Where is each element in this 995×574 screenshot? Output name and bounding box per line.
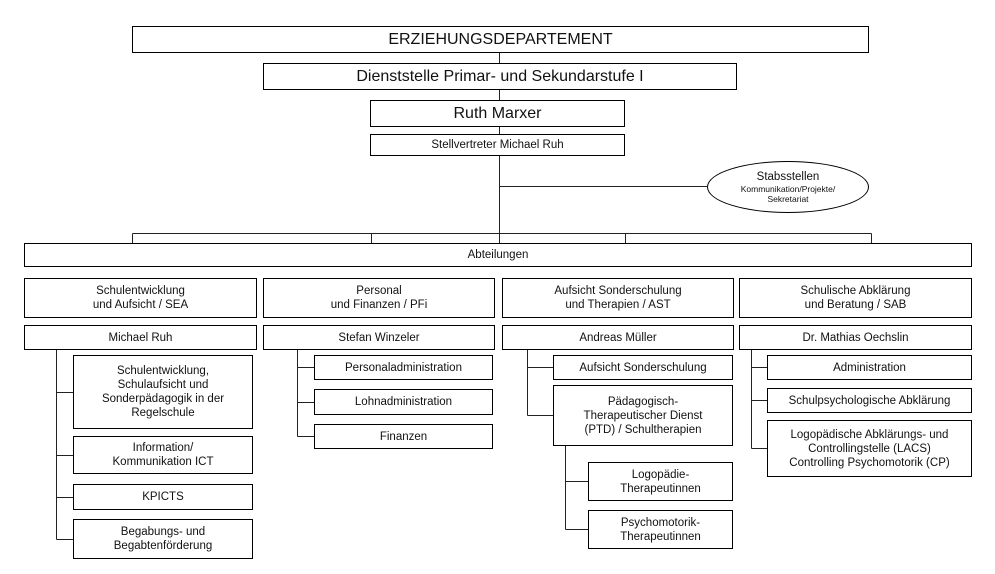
- box-subunit-ast-1: Logopädie- Therapeutinnen: [588, 462, 733, 501]
- col3-subtrunk: [565, 446, 588, 530]
- box-unit-pfi-1: Personaladministration: [314, 355, 493, 380]
- col2-trunk: [297, 350, 314, 437]
- stabsstellen-subtitle: Kommunikation/Projekte/ Sekretariat: [740, 183, 836, 204]
- box-abteilungen: Abteilungen: [24, 243, 972, 267]
- box-unit-pfi-3: Finanzen: [314, 424, 493, 449]
- box-unit-pfi-2: Lohnadministration: [314, 389, 493, 415]
- box-head-ast: Andreas Müller: [502, 325, 734, 350]
- ellipse-stabsstellen: Stabsstellen Kommunikation/Projekte/ Sek…: [707, 161, 869, 213]
- box-dept-pfi: Personal und Finanzen / PFi: [263, 278, 495, 318]
- box-unit-sab-3: Logopädische Abklärungs- und Controlling…: [767, 420, 972, 477]
- box-unit-ast-1: Aufsicht Sonderschulung: [553, 355, 733, 380]
- box-unit-sab-1: Administration: [767, 355, 972, 380]
- box-dienststelle: Dienststelle Primar- und Sekundarstufe I: [263, 63, 737, 90]
- box-unit-sea-2: Information/ Kommunikation ICT: [73, 436, 253, 474]
- distribution-drops: [132, 233, 872, 243]
- box-dept-sab: Schulische Abklärung und Beratung / SAB: [739, 278, 972, 318]
- box-unit-sea-1: Schulentwicklung, Schulaufsicht und Sond…: [73, 355, 253, 429]
- box-unit-ast-2: Pädagogisch- Therapeutischer Dienst (PTD…: [553, 385, 733, 446]
- box-unit-sab-2: Schulpsychologische Abklärung: [767, 388, 972, 413]
- box-head-sab: Dr. Mathias Oechslin: [739, 325, 972, 350]
- box-head-sea: Michael Ruh: [24, 325, 257, 350]
- box-head-pfi: Stefan Winzeler: [263, 325, 495, 350]
- col3-trunk: [527, 350, 553, 416]
- col1-trunk: [56, 350, 73, 540]
- box-erziehungsdepartement: ERZIEHUNGSDEPARTEMENT: [132, 26, 869, 53]
- box-unit-sea-4: Begabungs- und Begabtenförderung: [73, 519, 253, 559]
- box-dept-ast: Aufsicht Sonderschulung und Therapien / …: [502, 278, 734, 318]
- box-deputy-michael-ruh: Stellvertreter Michael Ruh: [370, 134, 625, 156]
- box-leader-ruth-marxer: Ruth Marxer: [370, 100, 625, 127]
- stabsstellen-title: Stabsstellen: [756, 170, 820, 183]
- col4-trunk: [751, 350, 767, 449]
- box-unit-sea-3: KPICTS: [73, 484, 253, 510]
- box-dept-sea: Schulentwicklung und Aufsicht / SEA: [24, 278, 257, 318]
- box-subunit-ast-2: Psychomotorik- Therapeutinnen: [588, 510, 733, 549]
